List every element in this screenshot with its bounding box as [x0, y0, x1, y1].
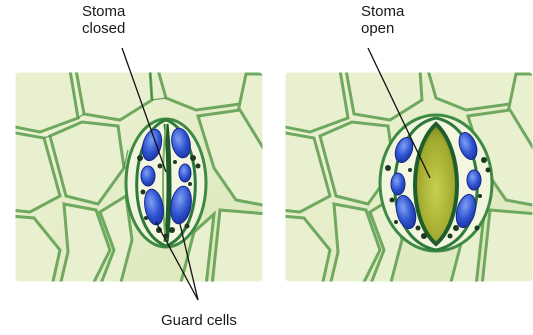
panel-stoma-closed	[10, 70, 268, 286]
pore-open	[415, 124, 457, 244]
guard-cells-closed	[126, 119, 206, 247]
label-stoma-open: Stoma open	[361, 3, 404, 37]
label-stoma-open-line1: Stoma	[361, 3, 404, 20]
label-stoma-closed-line2: closed	[82, 20, 125, 37]
panel-stoma-open	[280, 70, 533, 286]
label-stoma-open-line2: open	[361, 20, 404, 37]
label-guard-cells: Guard cells	[161, 312, 237, 329]
guard-cells-open	[380, 115, 492, 251]
label-stoma-closed: Stoma closed	[82, 3, 125, 37]
label-stoma-closed-line1: Stoma	[82, 3, 125, 20]
